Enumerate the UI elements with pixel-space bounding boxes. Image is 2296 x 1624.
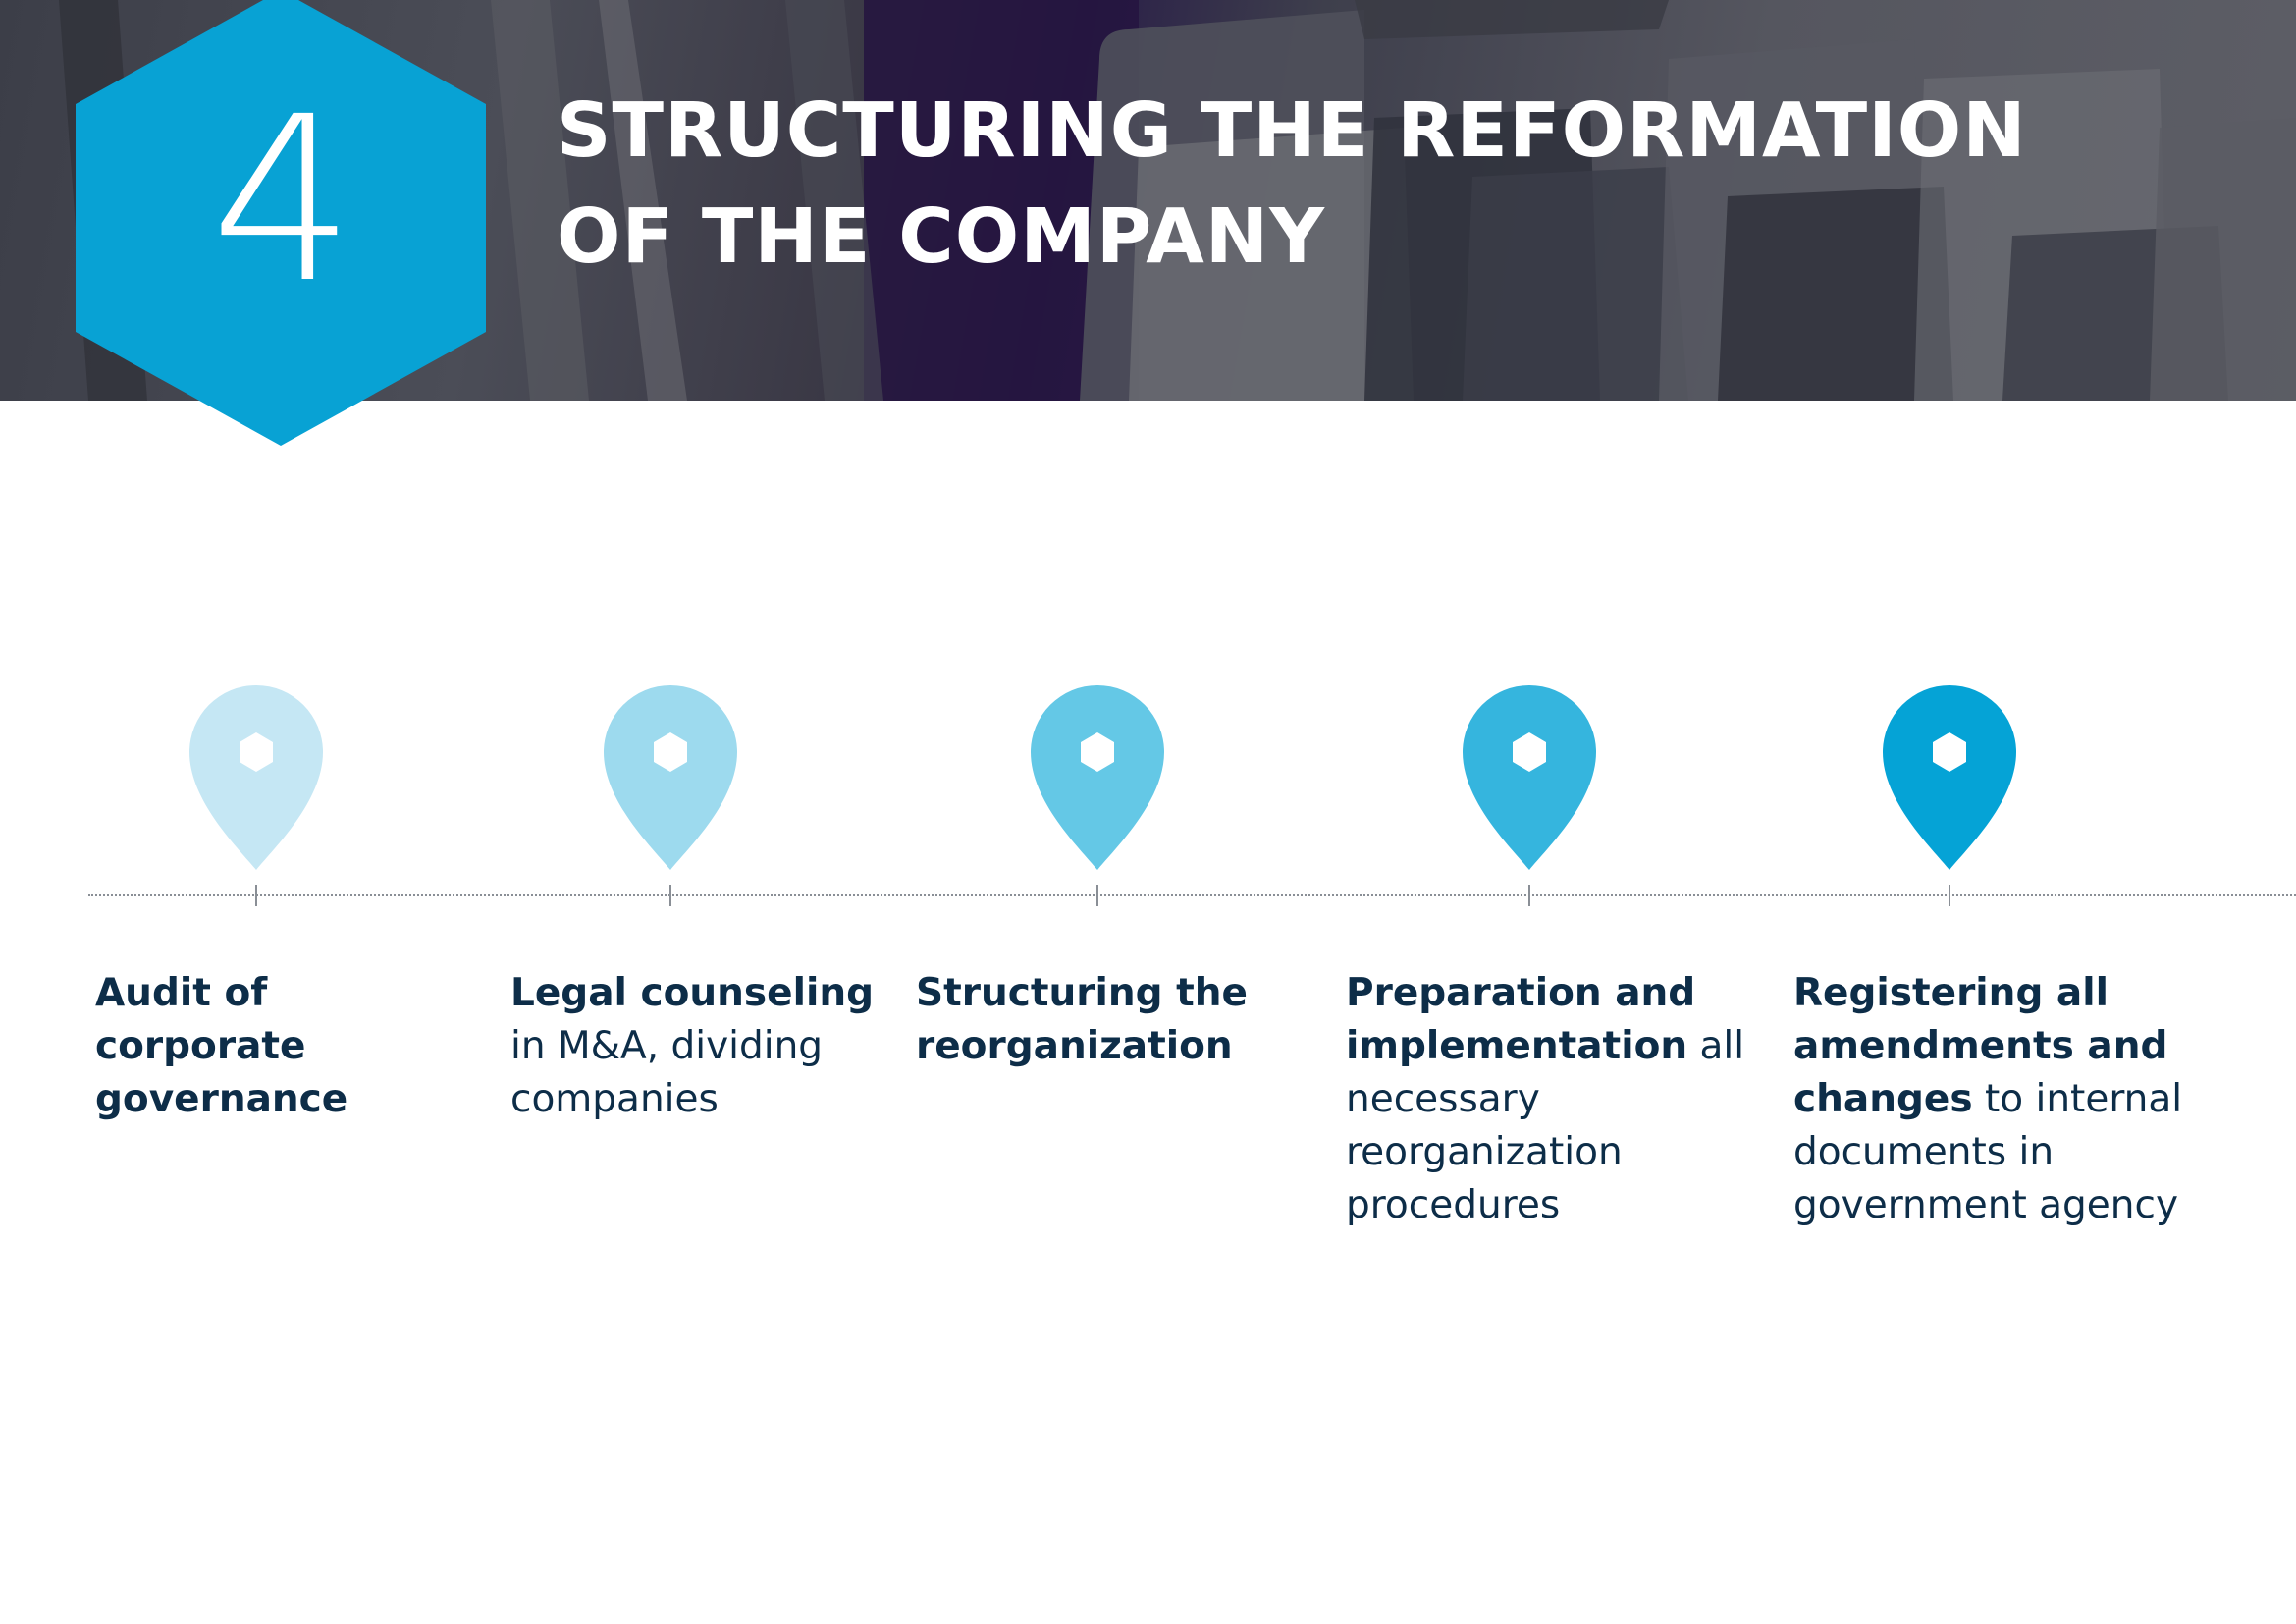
section-number-hexagon	[76, 0, 486, 446]
timeline-tick	[255, 885, 257, 906]
timeline-step-2: Legal counseling in M&A, dividing compan…	[510, 967, 883, 1126]
step-title: Registering all amendments and changes	[1793, 971, 2168, 1121]
map-pin-icon	[189, 685, 323, 870]
hexagon-icon	[654, 732, 687, 772]
hexagon-icon	[1513, 732, 1546, 772]
map-pin-icon	[604, 685, 737, 870]
step-title: Structuring the reorganization	[916, 971, 1248, 1068]
timeline-step-3: Structuring the reorganization	[916, 967, 1308, 1073]
hexagon-icon	[1081, 732, 1114, 772]
timeline-step-4: Preparation and implementation all neces…	[1346, 967, 1758, 1232]
step-title: Preparation and implementation	[1346, 971, 1696, 1068]
map-pin-icon	[1463, 685, 1596, 870]
timeline-tick	[1096, 885, 1098, 906]
hexagon-icon	[1933, 732, 1966, 772]
title-line-1: STRUCTURING THE REFORMATION	[557, 87, 2027, 175]
map-pin-icon	[1883, 685, 2016, 870]
hexagon-icon	[240, 732, 273, 772]
timeline-tick	[669, 885, 671, 906]
timeline-tick	[1949, 885, 1950, 906]
hexagon-shape	[76, 0, 486, 446]
step-title: Legal counseling	[510, 971, 875, 1015]
page-title: STRUCTURING THE REFORMATION OF THE COMPA…	[557, 79, 2029, 291]
step-description: in M&A, dividing companies	[510, 1024, 824, 1121]
map-pin-icon	[1031, 685, 1164, 870]
timeline-line	[88, 894, 2296, 896]
step-description: to internal documents in government agen…	[1793, 1077, 2183, 1227]
timeline-tick	[1528, 885, 1530, 906]
timeline-step-5: Registering all amendments and changes t…	[1793, 967, 2206, 1232]
title-line-2: OF THE COMPANY	[557, 193, 1325, 281]
section-number: 4	[210, 68, 355, 333]
header-banner	[0, 0, 2296, 401]
folders-background-image	[59, 0, 2296, 401]
step-description: all necessary reorganization procedures	[1346, 1024, 1745, 1227]
